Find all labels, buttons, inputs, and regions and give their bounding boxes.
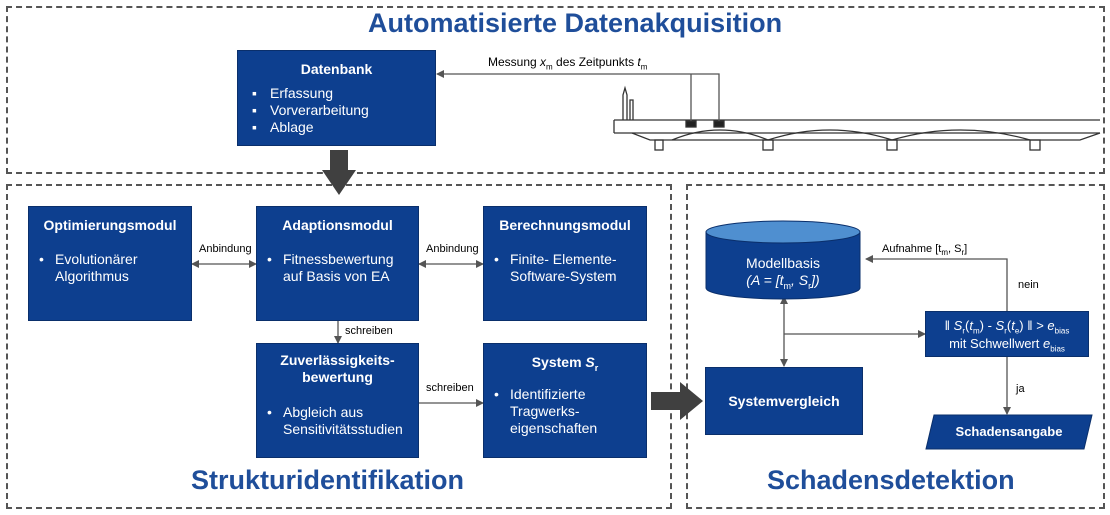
optimierungsmodul-title: Optimierungsmodul	[43, 217, 177, 233]
acquisition-region	[6, 6, 1105, 174]
schadensangabe-shape	[925, 414, 1093, 450]
bridge-drawing	[613, 85, 1101, 151]
system-sr-box: System Sr • Identifizierte Tragwerks-eig…	[483, 343, 647, 458]
threshold-line2: mit Schwellwert ebias	[949, 336, 1065, 354]
threshold-box: ‖ Sr(tm) - Sr(te) ‖ > ebias mit Schwellw…	[925, 311, 1089, 357]
optimierungsmodul-box: Optimierungsmodul • Evolutionärer Algori…	[28, 206, 192, 321]
systemvergleich-title: Systemvergleich	[728, 393, 840, 409]
anbindung-label: Anbindung	[199, 243, 252, 255]
modellbasis-cylinder	[705, 220, 861, 300]
acquisition-title: Automatisierte Datenakquisition	[368, 8, 783, 38]
berechnungsmodul-bullet: Finite- Elemente-Software-System	[510, 251, 617, 284]
detection-title: Schadensdetektion	[767, 465, 1015, 495]
adaptionsmodul-box: Adaptionsmodul • Fitnessbewertung auf Ba…	[256, 206, 419, 321]
adaptionsmodul-bullet: Fitnessbewertung auf Basis von EA	[283, 251, 394, 284]
zuverlaessigkeit-title: bewertung	[302, 369, 373, 385]
modellbasis-title: Modellbasis	[746, 255, 820, 271]
zuverlaessigkeit-bullet: Abgleich aus Sensitivitätsstudien	[283, 404, 403, 437]
datenbank-box: Datenbank ▪ Erfassung ▪ Vorverarbeitung …	[237, 50, 436, 146]
nein-label: nein	[1018, 279, 1039, 291]
schadensangabe-title: Schadensangabe	[955, 424, 1063, 439]
datenbank-title: Datenbank	[300, 61, 373, 77]
down-arrow	[322, 150, 356, 195]
systemvergleich-box: Systemvergleich	[705, 367, 863, 435]
adaptionsmodul-title: Adaptionsmodul	[282, 217, 393, 233]
system-sr-bullet: Identifizierte Tragwerks-eigenschaften	[510, 386, 598, 436]
right-arrow	[651, 382, 703, 420]
datenbank-item: Vorverarbeitung	[270, 102, 369, 118]
zuverlaessigkeit-box: Zuverlässigkeits- bewertung • Abgleich a…	[256, 343, 419, 458]
modellbasis-formula: (A = [tm, Sr])	[746, 272, 820, 291]
schreiben-label: schreiben	[426, 382, 474, 394]
aufnahme-label: Aufnahme [tm, Sr]	[882, 243, 968, 258]
berechnungsmodul-box: Berechnungsmodul • Finite- Elemente-Soft…	[483, 206, 647, 321]
datenbank-item: Erfassung	[270, 85, 334, 101]
zuverlaessigkeit-title: Zuverlässigkeits-	[280, 352, 395, 368]
ja-label: ja	[1016, 383, 1025, 395]
berechnungsmodul-title: Berechnungsmodul	[499, 217, 631, 233]
measurement-label: Messung xm des Zeitpunkts tm	[488, 55, 648, 72]
threshold-line1: ‖ Sr(tm) - Sr(te) ‖ > ebias	[944, 318, 1070, 336]
optimierungsmodul-bullet: Evolutionärer Algorithmus	[55, 251, 138, 284]
identification-title: Strukturidentifikation	[191, 465, 465, 495]
anbindung-label: Anbindung	[426, 243, 479, 255]
system-sr-title: System Sr	[531, 354, 599, 373]
schreiben-label: schreiben	[345, 325, 393, 337]
datenbank-item: Ablage	[270, 119, 314, 135]
detection-region	[686, 184, 1105, 509]
